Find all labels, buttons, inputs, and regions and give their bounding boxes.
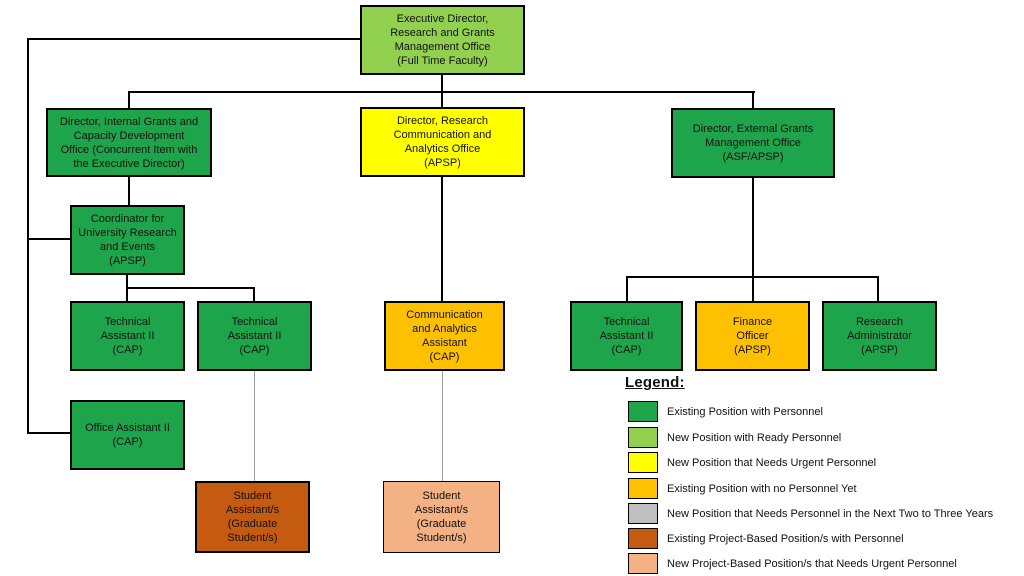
org-node-label: Director, Research Communication and Ana… — [393, 115, 492, 169]
org-node-research-administrator: Research Administrator (APSP) — [822, 301, 937, 371]
connector-line — [27, 432, 70, 434]
org-node-label: Office Assistant II (CAP) — [85, 422, 170, 448]
org-node-label: Technical Assistant II (CAP) — [599, 316, 654, 356]
org-node-communication-analytics-assistant: Communication and Analytics Assistant (C… — [384, 301, 505, 371]
org-node-director-internal-grants: Director, Internal Grants and Capacity D… — [46, 108, 212, 177]
legend-swatch-new-position-future — [628, 503, 658, 524]
legend-item: New Position that Needs Personnel in the… — [628, 503, 993, 524]
org-node-label: Technical Assistant II (CAP) — [227, 316, 282, 356]
connector-line — [128, 177, 130, 205]
org-node-label: Research Administrator (APSP) — [847, 316, 912, 356]
connector-line — [27, 238, 70, 240]
legend-item: Existing Position with Personnel — [628, 401, 823, 422]
connector-line — [27, 38, 29, 434]
legend-label: Existing Project-Based Position/s with P… — [667, 532, 904, 545]
legend-label: New Position that Needs Urgent Personnel — [667, 456, 877, 469]
connector-line — [253, 287, 255, 301]
org-node-label: Student Assistant/s (Graduate Student/s) — [414, 490, 469, 544]
legend-label: New Position that Needs Personnel in the… — [667, 507, 994, 520]
org-node-student-assistants-existing: Student Assistant/s (Graduate Student/s) — [195, 481, 310, 553]
connector-line — [752, 91, 754, 108]
connector-line — [752, 178, 754, 278]
org-node-finance-officer: Finance Officer (APSP) — [695, 301, 810, 371]
legend-item: New Project-Based Position/s that Needs … — [628, 553, 957, 574]
legend-item: Existing Position with no Personnel Yet — [628, 478, 857, 499]
legend-swatch-new-project-based — [628, 553, 658, 574]
legend-item: Existing Project-Based Position/s with P… — [628, 528, 904, 549]
connector-line — [442, 371, 443, 481]
connector-line — [27, 38, 362, 40]
org-node-student-assistants-new: Student Assistant/s (Graduate Student/s) — [383, 481, 500, 553]
org-node-director-research-communication: Director, Research Communication and Ana… — [360, 107, 525, 177]
legend-item: New Position with Ready Personnel — [628, 427, 841, 448]
org-node-label: Finance Officer (APSP) — [732, 316, 773, 356]
connector-line — [441, 75, 443, 93]
connector-line — [126, 275, 128, 289]
org-node-label: Student Assistant/s (Graduate Student/s) — [225, 490, 280, 544]
org-node-technical-assistant-1: Technical Assistant II (CAP) — [70, 301, 185, 371]
org-node-executive-director: Executive Director, Research and Grants … — [360, 5, 525, 75]
connector-line — [254, 371, 255, 481]
org-node-technical-assistant-2: Technical Assistant II (CAP) — [197, 301, 312, 371]
connector-line — [626, 276, 628, 301]
connector-line — [877, 276, 879, 301]
connector-line — [441, 91, 443, 107]
legend-swatch-new-position-ready — [628, 427, 658, 448]
connector-line — [126, 287, 128, 301]
legend-label: New Position with Ready Personnel — [667, 431, 842, 444]
org-node-label: Executive Director, Research and Grants … — [390, 13, 495, 67]
legend-swatch-existing-project-based — [628, 528, 658, 549]
org-node-office-assistant: Office Assistant II (CAP) — [70, 400, 185, 470]
legend-swatch-existing-no-personnel — [628, 478, 658, 499]
org-node-technical-assistant-3: Technical Assistant II (CAP) — [570, 301, 683, 371]
org-node-label: Coordinator for University Research and … — [78, 213, 177, 267]
org-node-label: Technical Assistant II (CAP) — [100, 316, 155, 356]
connector-line — [752, 276, 754, 301]
org-node-label: Director, Internal Grants and Capacity D… — [59, 115, 199, 170]
legend-label: New Project-Based Position/s that Needs … — [667, 557, 957, 570]
legend-title: Legend: — [625, 374, 685, 391]
org-node-label: Communication and Analytics Assistant (C… — [406, 309, 483, 363]
legend-item: New Position that Needs Urgent Personnel — [628, 452, 876, 473]
connector-line — [126, 287, 255, 289]
connector-line — [441, 177, 443, 301]
connector-line — [128, 91, 130, 108]
legend-swatch-existing-position — [628, 401, 658, 422]
org-node-label: Director, External Grants Management Off… — [692, 123, 814, 163]
legend-label: Existing Position with no Personnel Yet — [667, 482, 857, 495]
legend-swatch-new-position-urgent — [628, 452, 658, 473]
org-node-coordinator-university-research: Coordinator for University Research and … — [70, 205, 185, 275]
legend-label: Existing Position with Personnel — [667, 405, 823, 418]
org-node-director-external-grants: Director, External Grants Management Off… — [671, 108, 835, 178]
